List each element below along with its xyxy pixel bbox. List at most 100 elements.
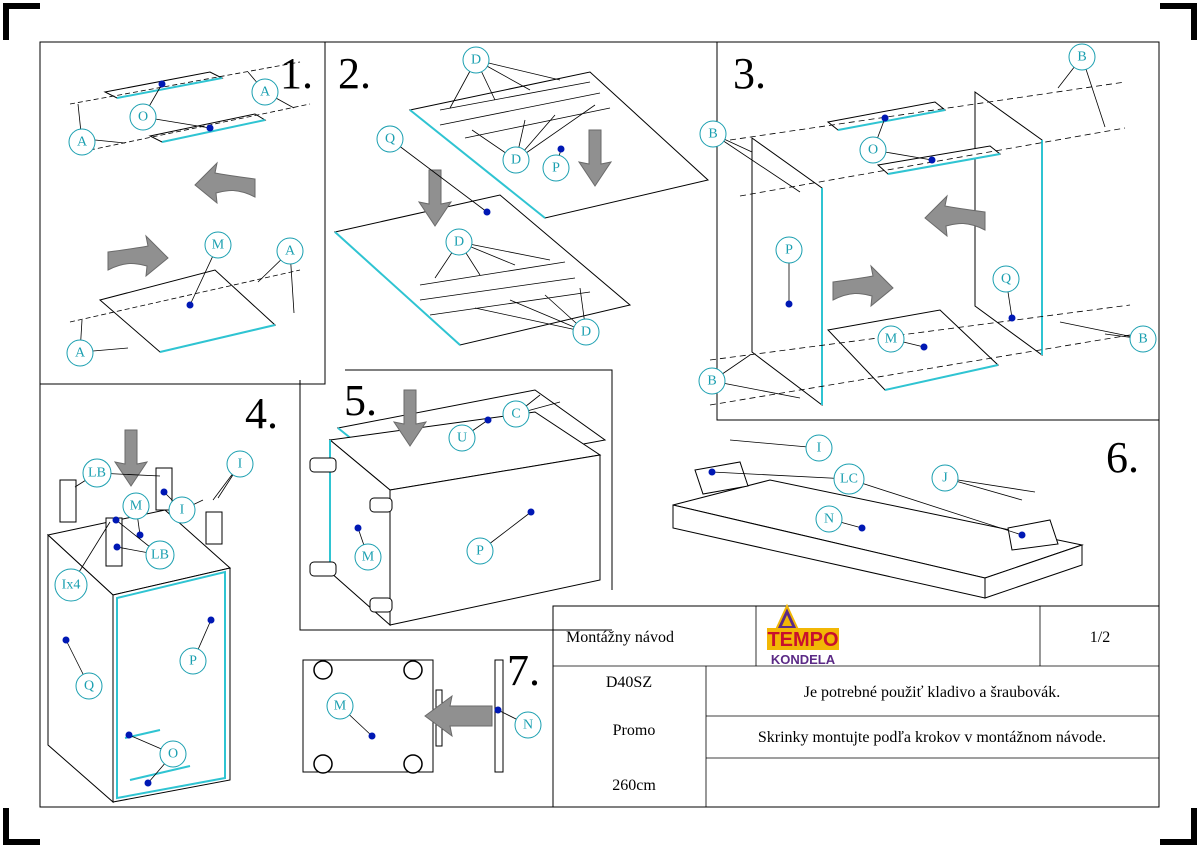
- callout-A-3: A: [257, 237, 304, 314]
- svg-text:A: A: [285, 244, 296, 259]
- callout-I-2: I: [160, 488, 204, 524]
- step-number-7: 7.: [507, 646, 540, 695]
- callout-M-3: M: [122, 492, 150, 539]
- callout-P-4: P: [466, 508, 535, 565]
- svg-text:P: P: [189, 654, 197, 669]
- step-6-drawing: [672, 461, 1084, 599]
- svg-text:B: B: [1138, 332, 1147, 347]
- step-number-5: 5.: [344, 376, 377, 425]
- svg-text:N: N: [523, 718, 533, 733]
- callout-LB-1: LB: [74, 458, 161, 488]
- svg-text:D: D: [471, 53, 481, 68]
- callout-O-2: O: [859, 114, 936, 164]
- part-callouts: A O A M A A D Q D P D D B B O P Q M B B …: [54, 43, 1157, 787]
- svg-text:M: M: [362, 550, 375, 565]
- callout-B-3: B: [1059, 321, 1157, 353]
- step-number-1: 1.: [280, 49, 313, 98]
- svg-text:I: I: [180, 503, 185, 518]
- svg-text:I: I: [238, 457, 243, 472]
- step-5-drawing: [309, 389, 607, 627]
- svg-text:LC: LC: [840, 472, 858, 487]
- svg-text:Q: Q: [385, 132, 395, 147]
- step-7-drawing: [302, 659, 504, 774]
- callout-N-1: N: [815, 505, 866, 533]
- svg-text:M: M: [212, 238, 225, 253]
- step-number-3: 3.: [733, 49, 766, 98]
- callout-P-3: P: [179, 616, 215, 675]
- callout-P-1: P: [542, 145, 570, 182]
- svg-text:J: J: [942, 471, 948, 486]
- note-tools: Je potrebné použiť kladivo a šraubovák.: [804, 684, 1061, 701]
- callout-C: C: [502, 394, 561, 428]
- step-3-drawing: [709, 81, 1131, 407]
- callout-LC: LC: [708, 463, 1026, 539]
- callout-Q-2: Q: [992, 265, 1020, 322]
- step-4-drawing: [46, 429, 232, 804]
- title-block: Montážny návod 1/2 D40SZ Promo 260cm Je …: [552, 603, 1160, 808]
- svg-text:P: P: [785, 243, 793, 258]
- callout-J: J: [931, 464, 1036, 501]
- callout-D-4: D: [474, 287, 600, 346]
- callout-M-2: M: [877, 325, 928, 353]
- svg-text:B: B: [1077, 50, 1086, 65]
- callout-M-4: M: [354, 524, 382, 571]
- crop-marks: [3, 3, 1197, 845]
- step-numbers: 1. 2. 3. 4. 5. 6. 7.: [245, 49, 1139, 695]
- svg-text:M: M: [334, 699, 347, 714]
- title-block-size: 260cm: [612, 777, 656, 794]
- callout-O-3: O: [125, 731, 187, 787]
- step-number-4: 4.: [245, 389, 278, 438]
- callout-N-2: N: [494, 706, 542, 739]
- svg-text:O: O: [168, 747, 178, 762]
- callout-M-1: M: [186, 231, 232, 309]
- callout-Q-1: Q: [376, 125, 491, 216]
- callout-O-1: O: [129, 80, 214, 132]
- svg-text:TEMPO: TEMPO: [767, 629, 838, 651]
- svg-text:Q: Q: [84, 679, 94, 694]
- svg-text:D: D: [454, 235, 464, 250]
- svg-text:O: O: [138, 110, 148, 125]
- title-block-title: Montážny návod: [566, 629, 674, 646]
- callout-A-4: A: [66, 319, 129, 367]
- svg-text:A: A: [77, 135, 88, 150]
- svg-text:KONDELA: KONDELA: [771, 652, 836, 667]
- callout-I-3: I: [729, 434, 833, 462]
- callout-D-2: D: [471, 104, 596, 174]
- callout-A-1: A: [68, 103, 126, 156]
- svg-text:P: P: [476, 544, 484, 559]
- svg-text:C: C: [511, 407, 520, 422]
- callout-B-4: B: [698, 354, 801, 399]
- svg-text:A: A: [260, 85, 271, 100]
- svg-text:I: I: [817, 441, 822, 456]
- svg-text:N: N: [824, 512, 834, 527]
- tempo-kondela-logo: TEMPO KONDELA: [767, 603, 839, 667]
- svg-text:B: B: [707, 374, 716, 389]
- callout-M-5: M: [326, 692, 376, 740]
- callout-D-3: D: [434, 228, 551, 279]
- svg-text:M: M: [130, 499, 143, 514]
- title-block-page: 1/2: [1090, 629, 1110, 646]
- step-number-2: 2.: [338, 49, 371, 98]
- title-block-product-name: Promo: [613, 722, 656, 739]
- callout-B-2: B: [699, 120, 801, 193]
- svg-text:D: D: [581, 325, 591, 340]
- svg-text:U: U: [457, 431, 467, 446]
- callout-Q-3: Q: [62, 636, 103, 700]
- svg-text:B: B: [708, 127, 717, 142]
- callout-LB-2: LB: [112, 516, 175, 570]
- svg-text:O: O: [868, 143, 878, 158]
- callout-P-2: P: [775, 236, 803, 308]
- svg-text:P: P: [552, 161, 560, 176]
- note-assembly: Skrinky montujte podľa krokov v montážno…: [758, 729, 1106, 746]
- svg-text:LB: LB: [88, 466, 106, 481]
- callout-I-1: I: [212, 450, 254, 501]
- svg-text:M: M: [885, 332, 898, 347]
- svg-text:LB: LB: [151, 548, 169, 563]
- svg-text:D: D: [511, 153, 521, 168]
- callout-Ix4: Ix4: [54, 521, 111, 602]
- callout-B-1: B: [1057, 43, 1106, 128]
- callout-D-1: D: [449, 46, 561, 109]
- svg-text:A: A: [75, 346, 86, 361]
- step-number-6: 6.: [1106, 433, 1139, 482]
